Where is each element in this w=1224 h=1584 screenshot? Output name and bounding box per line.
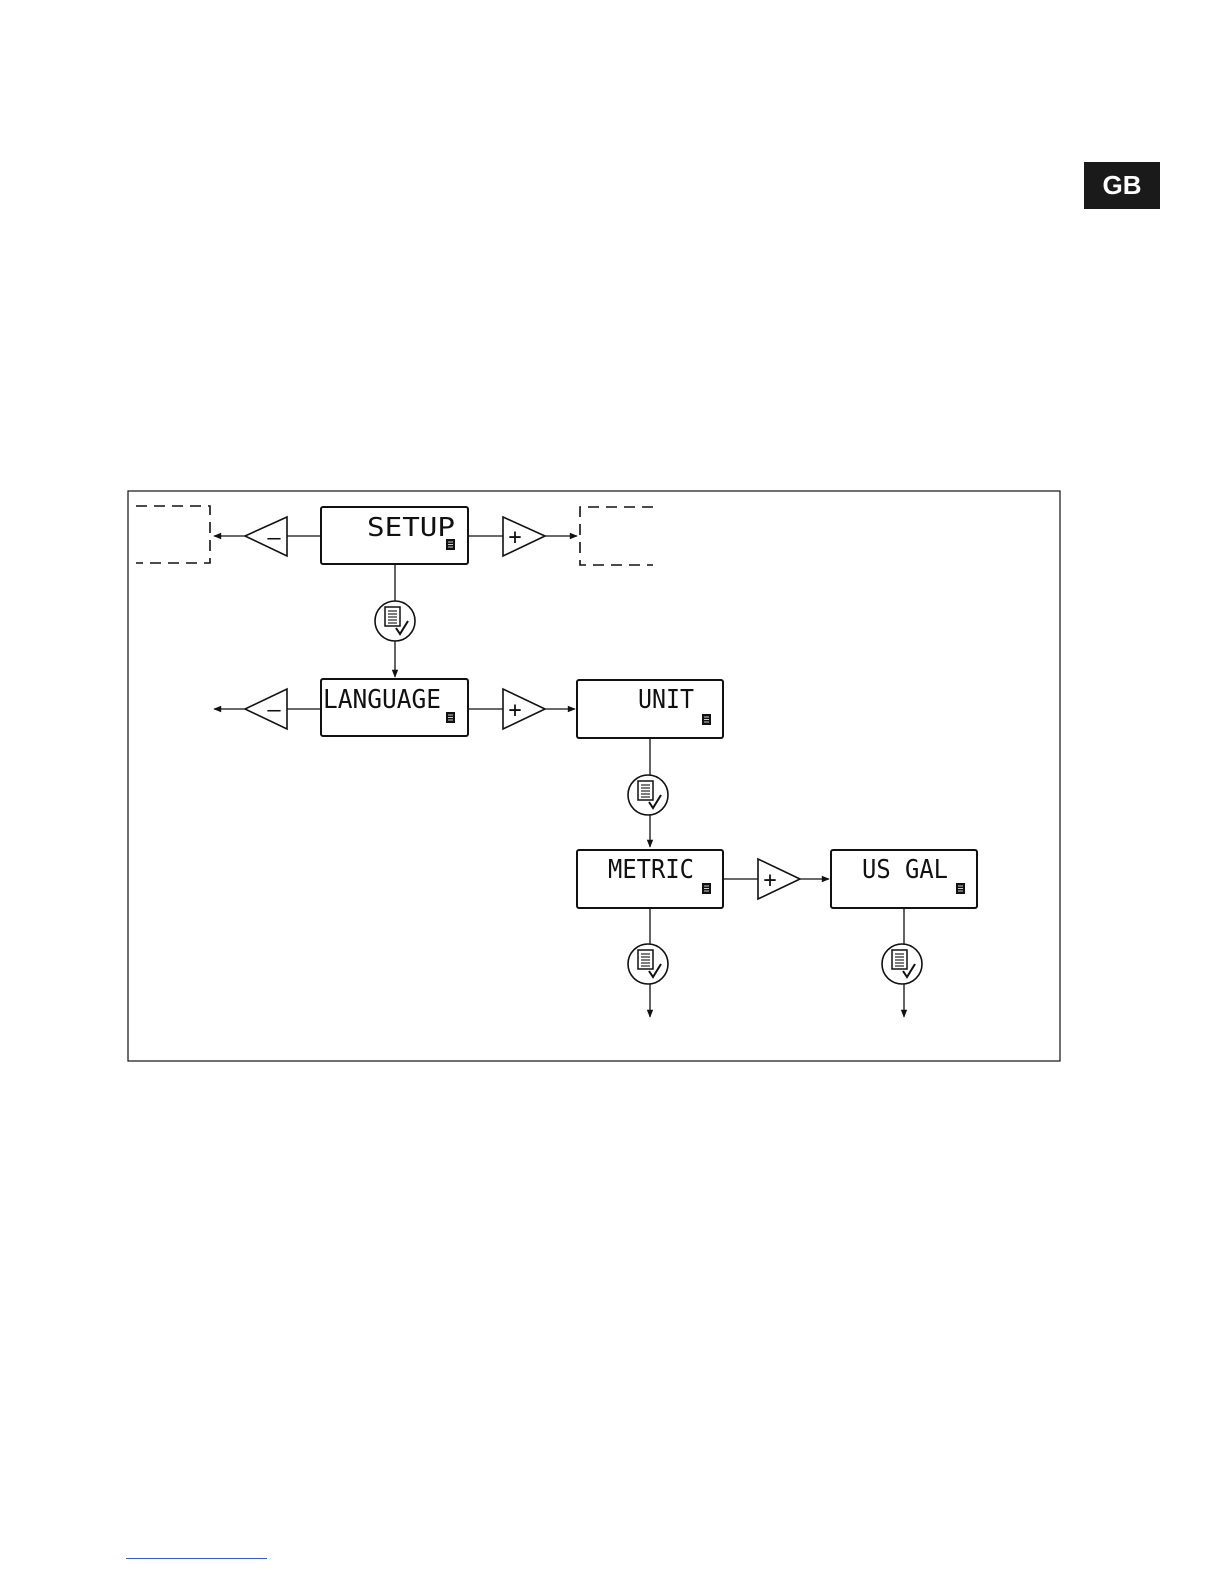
minus-button[interactable]: – — [245, 517, 287, 556]
setup-display-text: SETUP — [367, 513, 455, 543]
plus-button[interactable]: + — [503, 689, 545, 729]
metric-display: METRIC — [577, 850, 723, 908]
menu-confirm-icon[interactable] — [882, 944, 922, 984]
unit-display-text: UNIT — [638, 685, 694, 715]
minus-icon: – — [267, 698, 281, 723]
plus-button[interactable]: + — [758, 859, 800, 899]
plus-icon: + — [763, 868, 776, 893]
us-gal-display-text: US GAL — [862, 855, 948, 885]
unit-display: UNIT — [577, 680, 723, 738]
next-menu-placeholder — [580, 507, 653, 565]
plus-button[interactable]: + — [503, 517, 545, 556]
plus-icon: + — [508, 698, 521, 723]
minus-button[interactable]: – — [245, 689, 287, 729]
menu-confirm-icon[interactable] — [628, 775, 668, 815]
metric-display-text: METRIC — [608, 855, 694, 885]
setup-display: SETUP — [321, 507, 468, 564]
language-display-text: LANGUAGE — [323, 685, 441, 715]
us-gal-display: US GAL — [831, 850, 977, 908]
diagram-frame — [128, 491, 1060, 1061]
previous-menu-placeholder — [136, 506, 210, 563]
menu-indicator-icon — [702, 714, 711, 725]
menu-indicator-icon — [446, 539, 455, 550]
footer-rule — [126, 1558, 267, 1559]
minus-icon: – — [267, 526, 281, 551]
menu-confirm-icon[interactable] — [375, 601, 415, 641]
menu-indicator-icon — [702, 883, 711, 894]
plus-icon: + — [508, 525, 521, 550]
menu-indicator-icon — [956, 883, 965, 894]
language-display: LANGUAGE — [321, 679, 468, 736]
menu-confirm-icon[interactable] — [628, 944, 668, 984]
menu-indicator-icon — [446, 712, 455, 723]
